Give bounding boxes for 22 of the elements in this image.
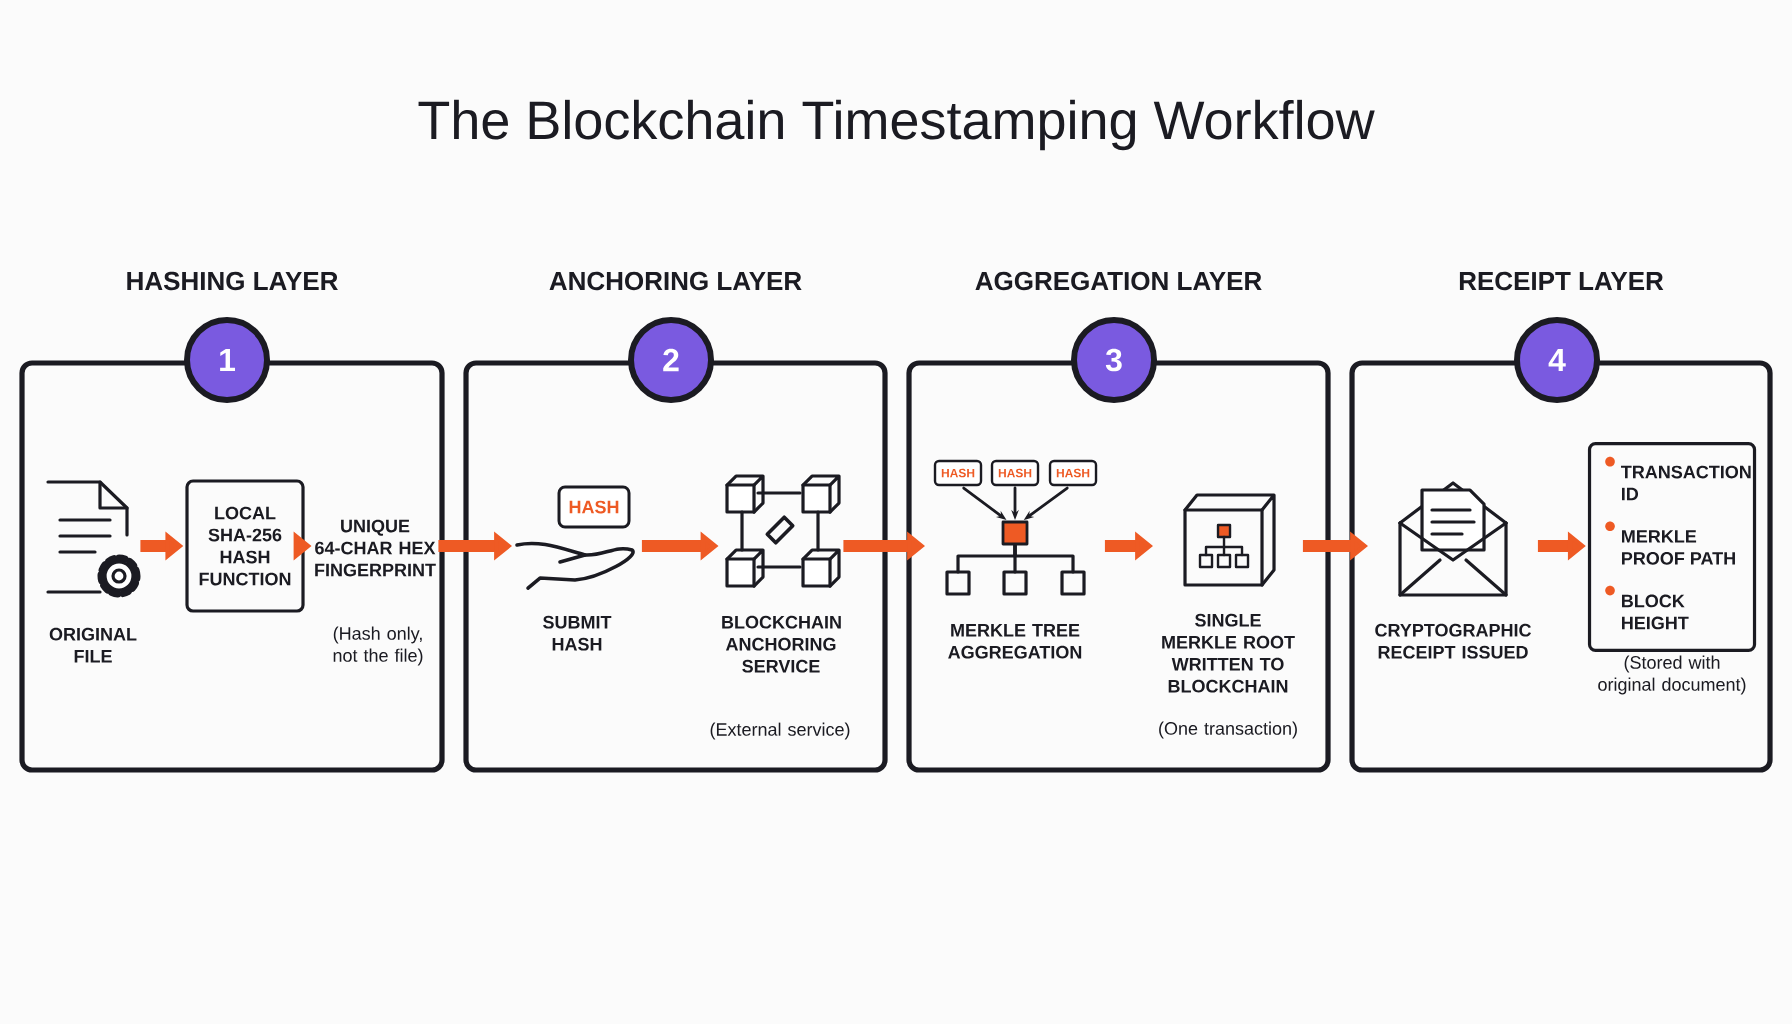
step-label: SINGLE MERKLE ROOT WRITTEN TO BLOCKCHAIN (1162, 613, 1295, 693)
note: (Stored with original document) (1598, 655, 1746, 695)
step-label: UNIQUE 64-CHAR HEX FINGERPRINT (315, 519, 436, 577)
step-label: CRYPTOGRAPHIC RECEIPT ISSUED (1375, 623, 1532, 659)
layer-heading: HASHING LAYER (127, 271, 338, 291)
hash-tag: HASH (933, 459, 983, 487)
step-label: MERKLE TREE AGGREGATION (948, 624, 1082, 659)
hash-tag: HASH (1048, 459, 1098, 487)
layer-heading: RECEIPT LAYER (1459, 271, 1664, 291)
step-label: SUBMIT HASH (543, 615, 612, 651)
title: The Blockchain Timestamping Workflow (418, 99, 1375, 151)
note: (One transaction) (1159, 721, 1297, 739)
note: (Hash only, not the file) (333, 626, 423, 666)
step-label: BLOCKCHAIN ANCHORING SERVICE (722, 615, 841, 673)
note: (External service) (710, 722, 850, 740)
process-box: LOCAL SHA-256 HASH FUNCTION (185, 479, 305, 613)
info-box: TRANSACTION ID MERKLE PROOF PATH BLOCK HEIGHT (1587, 441, 1757, 653)
hash-tag: HASH (557, 485, 631, 529)
hash-tag: HASH (990, 459, 1040, 487)
step-label: ORIGINAL FILE (49, 627, 137, 663)
layer-heading: ANCHORING LAYER (549, 271, 802, 291)
layer-heading: AGGREGATION LAYER (975, 271, 1262, 291)
